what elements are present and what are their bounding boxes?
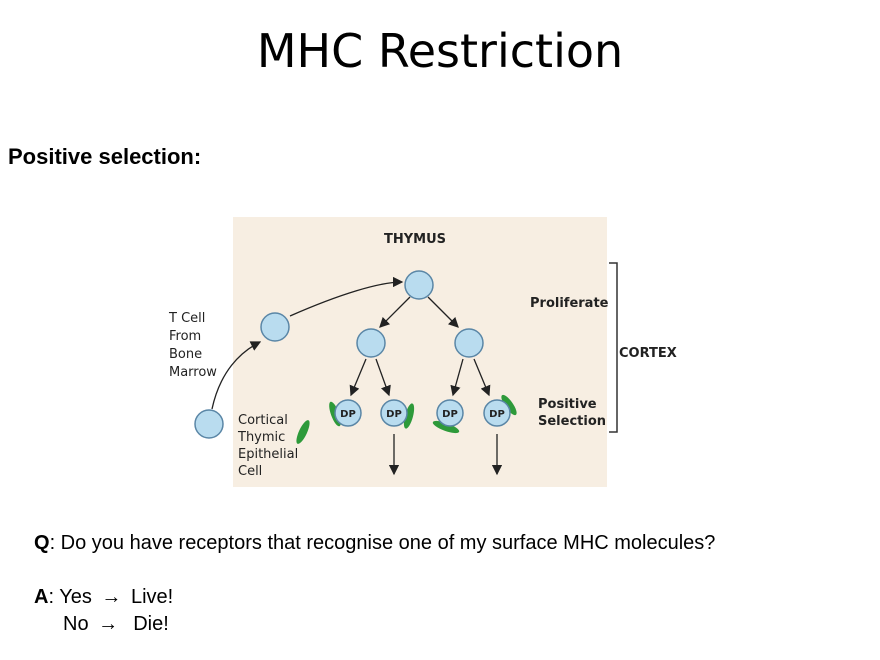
arrow-dp2 <box>375 358 391 397</box>
tcell-label-line: Bone <box>169 347 202 362</box>
arrow-split-right <box>427 296 459 328</box>
epithelial-label-line: Epithelial <box>238 447 298 462</box>
entering-t-cell <box>260 312 290 342</box>
epithelial-cell-icon <box>296 420 310 444</box>
question-text: : Do you have receptors that recognise o… <box>49 532 716 554</box>
question-line: Q: Do you have receptors that recognise … <box>34 530 715 557</box>
tcell-label-line: Marrow <box>169 365 217 380</box>
slide-title: MHC Restriction <box>256 24 624 78</box>
cortex-label: CORTEX <box>619 346 677 361</box>
arrow-right-icon: → <box>101 586 122 608</box>
dp-cell-1 <box>334 399 362 427</box>
proliferate-label: Proliferate <box>530 296 609 311</box>
answer-die-text: Die! <box>122 613 169 635</box>
dp-cell-3 <box>436 399 464 427</box>
epithelial-label-line: Thymic <box>237 430 285 445</box>
marrow-t-cell <box>194 409 224 439</box>
arrow-marrow-to-thymus <box>211 341 262 410</box>
thymus-label: THYMUS <box>384 232 446 247</box>
epithelial-cell-icon <box>501 394 517 416</box>
answer-no-text: No <box>63 613 95 635</box>
dp-label: DP <box>386 409 402 420</box>
epithelial-cell-icon <box>403 403 415 429</box>
arrow-dp1 <box>349 358 367 397</box>
positive-selection-label: Selection <box>538 414 606 429</box>
epithelial-label-line: Cortical <box>238 413 288 428</box>
positive-selection-label: Positive <box>538 397 597 412</box>
epithelial-cell-icon <box>432 420 460 434</box>
arrow-right-icon: → <box>98 613 119 635</box>
diagram-svg: DP DP DP DP THYMUS T Cell From Bone Marr… <box>168 217 677 487</box>
answer-label: A <box>34 586 49 608</box>
thymocyte-left <box>356 328 386 358</box>
epithelial-label-line: Cell <box>238 464 262 479</box>
arrow-split-left <box>379 296 411 328</box>
cortex-bracket <box>609 262 618 433</box>
tcell-label-line: From <box>169 329 201 344</box>
answer-yes-text: : Yes <box>48 586 98 608</box>
arrow-dp4 <box>473 358 491 397</box>
arrow-entry <box>289 276 404 317</box>
spacer-line <box>34 557 715 584</box>
question-answer-block: Q: Do you have receptors that recognise … <box>34 530 715 638</box>
thymocyte-right <box>454 328 484 358</box>
answer-live-text: Live! <box>125 586 174 608</box>
slide-subtitle: Positive selection: <box>8 144 202 169</box>
tcell-label-line: T Cell <box>168 311 205 326</box>
question-label: Q <box>34 532 50 554</box>
dp-cell-4 <box>483 399 511 427</box>
answer-yes-line: A: Yes → Live! <box>34 584 715 611</box>
arrow-dp3 <box>450 358 464 397</box>
thymocyte-top <box>404 270 434 300</box>
thymus-diagram: DP DP DP DP THYMUS T Cell From Bone Marr… <box>160 212 720 497</box>
dp-label: DP <box>489 409 505 420</box>
answer-no-line: No → Die! <box>34 611 715 638</box>
dp-cell-2 <box>380 399 408 427</box>
thymus-panel <box>233 217 607 487</box>
dp-label: DP <box>442 409 458 420</box>
dp-label: DP <box>340 409 356 420</box>
